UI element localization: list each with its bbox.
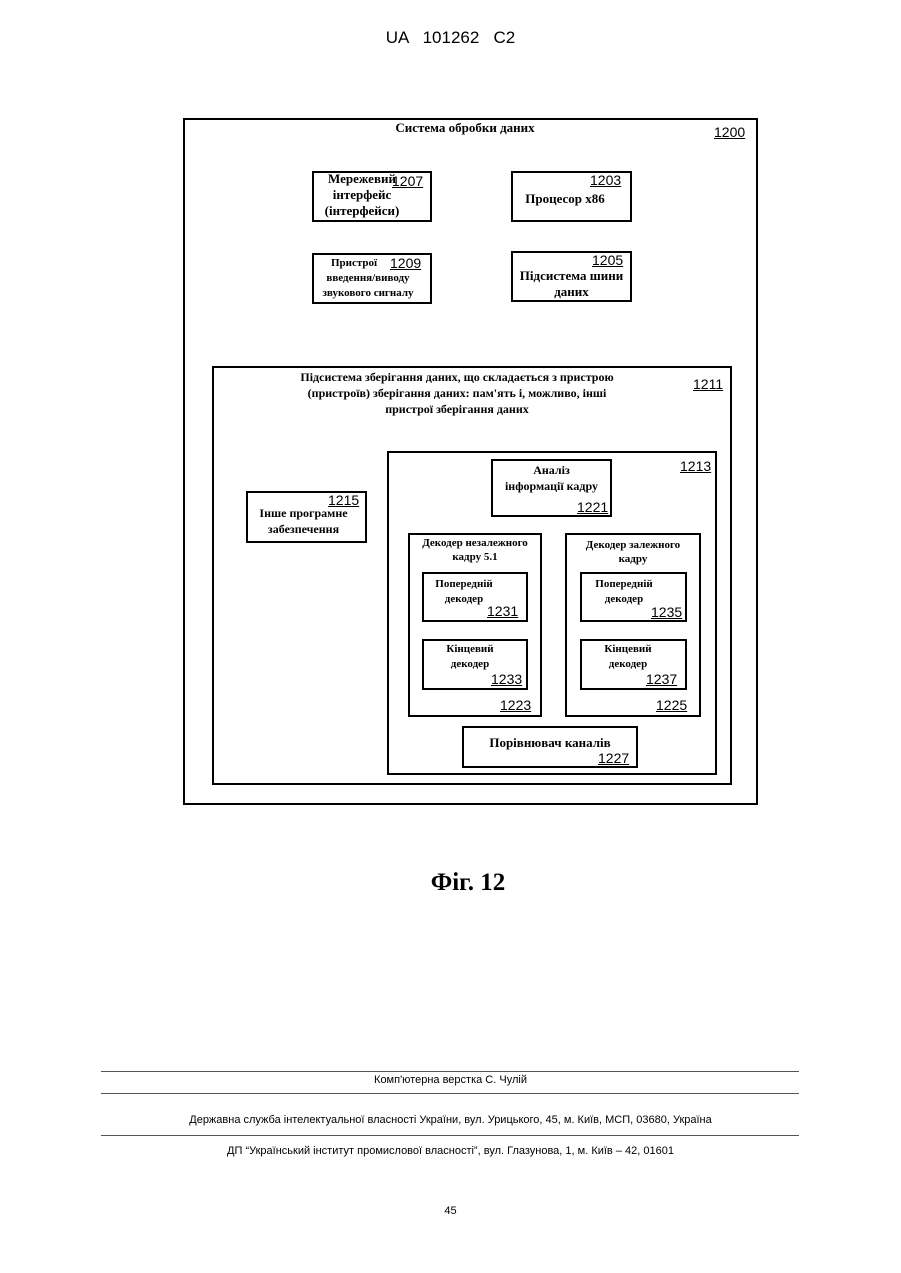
pre-decoder-2-ref: 1235 [651, 605, 682, 619]
audio-io-ref: 1209 [390, 256, 421, 270]
independent-decoder-line1: Декодер незалежного [408, 536, 542, 550]
dependent-decoder-line2: кадру [565, 552, 701, 566]
footer-rule-2 [101, 1093, 799, 1094]
pre-decoder-2-label: Попередній декодер [580, 577, 668, 607]
other-software-line1: Інше програмне [246, 505, 361, 521]
dependent-decoder-line1: Декодер залежного [565, 538, 701, 552]
footer-institute: ДП “Український інститут промислової вла… [0, 1145, 901, 1157]
network-interface-ref: 1207 [392, 174, 423, 188]
dependent-decoder-ref: 1225 [656, 698, 687, 712]
bus-subsystem-ref: 1205 [592, 253, 623, 267]
final-decoder-2-label: Кінцевий декодер [580, 642, 676, 672]
storage-line1: Підсистема зберігання даних, що складаєт… [232, 369, 682, 385]
footer-rule-1 [101, 1071, 799, 1072]
bus-subsystem-label: Підсистема шини даних [511, 268, 632, 300]
other-software-line2: забезпечення [246, 521, 361, 537]
frame-info-ref: 1221 [577, 500, 608, 514]
page-number: 45 [0, 1205, 901, 1217]
network-interface-line2: інтерфейс [312, 187, 412, 203]
pre-decoder-1-line1: Попередній [422, 577, 506, 592]
patent-number: UA 101262 C2 [0, 28, 901, 48]
storage-subsystem-ref: 1211 [693, 377, 723, 391]
audio-io-line3: звукового сигналу [312, 286, 424, 301]
figure-caption: Фіг. 12 [0, 869, 901, 897]
final-decoder-2-line2: декодер [580, 657, 676, 672]
final-decoder-1-line1: Кінцевий [422, 642, 518, 657]
footer-agency: Державна служба інтелектуальної власност… [0, 1114, 901, 1126]
pre-decoder-2-line1: Попередній [580, 577, 668, 592]
decoder-group-ref: 1213 [680, 459, 711, 473]
channel-comparator-ref: 1227 [598, 751, 629, 765]
frame-info-line1: Аналіз [491, 462, 612, 478]
storage-line3: пристрої зберігання даних [232, 401, 682, 417]
independent-decoder-ref: 1223 [500, 698, 531, 712]
final-decoder-1-ref: 1233 [491, 672, 522, 686]
storage-line2: (пристроїв) зберігання даних: пам'ять і,… [232, 385, 682, 401]
bus-line2: даних [511, 284, 632, 300]
final-decoder-2-line1: Кінцевий [580, 642, 676, 657]
pre-decoder-1-ref: 1231 [487, 604, 518, 618]
storage-subsystem-label: Підсистема зберігання даних, що складаєт… [232, 369, 682, 417]
final-decoder-2-ref: 1237 [646, 672, 677, 686]
final-decoder-1-line2: декодер [422, 657, 518, 672]
system-title: Система обробки даних [360, 120, 570, 135]
footer-rule-3 [101, 1135, 799, 1136]
processor-ref: 1203 [590, 173, 621, 187]
other-software-label: Інше програмне забезпечення [246, 505, 361, 537]
independent-decoder-line2: кадру 5.1 [408, 550, 542, 564]
channel-comparator-label: Порівнювач каналів [462, 735, 638, 750]
frame-info-line2: інформації кадру [491, 478, 612, 494]
dependent-frame-decoder-label: Декодер залежного кадру [565, 538, 701, 566]
processor-label: Процесор x86 [511, 191, 619, 206]
network-interface-line3: (інтерфейси) [312, 203, 412, 219]
frame-info-analysis-label: Аналіз інформації кадру [491, 462, 612, 494]
footer-typeset: Комп'ютерна верстка С. Чулій [0, 1074, 901, 1086]
independent-frame-decoder-label: Декодер незалежного кадру 5.1 [408, 536, 542, 564]
system-ref: 1200 [714, 125, 745, 139]
audio-io-line2: введення/виводу [312, 271, 424, 286]
bus-line1: Підсистема шини [511, 268, 632, 284]
final-decoder-1-label: Кінцевий декодер [422, 642, 518, 672]
